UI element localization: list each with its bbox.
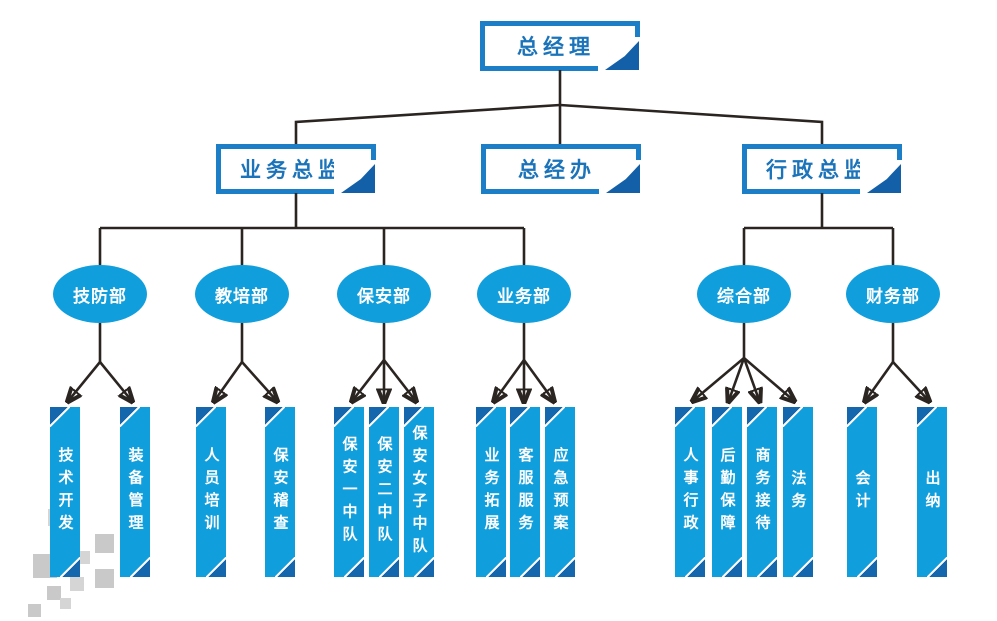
unit-label: 保安一中队 xyxy=(340,435,358,549)
dept-finance: 财务部 xyxy=(846,265,940,323)
pixel-square xyxy=(60,598,71,609)
unit-label: 出纳 xyxy=(923,469,941,515)
unit-logistics-support: 后勤保障 xyxy=(712,407,742,577)
node-gm-office: 总经办 xyxy=(481,144,641,194)
dept-label: 综合部 xyxy=(717,286,771,306)
dept-label: 技防部 xyxy=(73,286,127,306)
unit-label: 法务 xyxy=(789,469,807,515)
unit-label: 保安二中队 xyxy=(375,435,393,549)
dept-label: 教培部 xyxy=(215,286,269,306)
node-label: 行政总监 xyxy=(766,159,870,182)
unit-personnel-training: 人员培训 xyxy=(196,407,226,577)
pixel-square xyxy=(70,577,84,591)
unit-cashier: 出纳 xyxy=(917,407,947,577)
unit-security-squadron-2: 保安二中队 xyxy=(369,407,399,577)
pixel-square xyxy=(95,534,114,553)
unit-customer-service: 客服服务 xyxy=(510,407,540,577)
unit-accounting: 会计 xyxy=(847,407,877,577)
dept-label: 业务部 xyxy=(497,286,551,306)
unit-label: 商务接待 xyxy=(753,447,771,537)
unit-label: 后勤保障 xyxy=(718,447,736,537)
dept-label: 财务部 xyxy=(866,286,920,306)
unit-label: 人员培训 xyxy=(202,447,220,537)
unit-label: 保安女子中队 xyxy=(410,424,428,560)
dept-label: 保安部 xyxy=(357,286,411,306)
unit-equipment-mgmt: 装备管理 xyxy=(120,407,150,577)
unit-legal-affairs: 法务 xyxy=(783,407,813,577)
unit-label: 客服服务 xyxy=(516,447,534,537)
node-admin-director: 行政总监 xyxy=(742,144,902,194)
node-business-director: 业务总监 xyxy=(216,144,376,194)
dept-tech-defense: 技防部 xyxy=(53,265,147,323)
unit-business-reception: 商务接待 xyxy=(747,407,777,577)
unit-security-squadron-1: 保安一中队 xyxy=(334,407,364,577)
unit-label: 业务拓展 xyxy=(482,447,500,537)
node-label: 总经办 xyxy=(518,159,596,182)
unit-label: 保安稽查 xyxy=(271,447,289,537)
unit-label: 应急预案 xyxy=(551,447,569,537)
node-general-manager: 总经理 xyxy=(480,21,640,71)
unit-emergency-plans: 应急预案 xyxy=(545,407,575,577)
dept-business: 业务部 xyxy=(477,265,571,323)
pixel-square xyxy=(77,551,90,564)
pixel-square xyxy=(47,586,61,600)
unit-security-inspection: 保安稽查 xyxy=(265,407,295,577)
node-label: 业务总监 xyxy=(240,159,344,182)
unit-tech-development: 技术开发 xyxy=(50,407,80,577)
dept-general-affairs: 综合部 xyxy=(697,265,791,323)
pixel-square xyxy=(28,604,41,617)
unit-label: 人事行政 xyxy=(681,447,699,537)
dept-training: 教培部 xyxy=(195,265,289,323)
node-label: 总经理 xyxy=(517,36,595,59)
unit-label: 装备管理 xyxy=(126,447,144,537)
dept-security: 保安部 xyxy=(337,265,431,323)
unit-hr-admin: 人事行政 xyxy=(675,407,705,577)
unit-label: 会计 xyxy=(853,469,871,515)
unit-label: 技术开发 xyxy=(56,447,74,537)
unit-security-womens-squadron: 保安女子中队 xyxy=(404,407,434,577)
unit-business-expansion: 业务拓展 xyxy=(476,407,506,577)
pixel-square xyxy=(95,569,114,588)
